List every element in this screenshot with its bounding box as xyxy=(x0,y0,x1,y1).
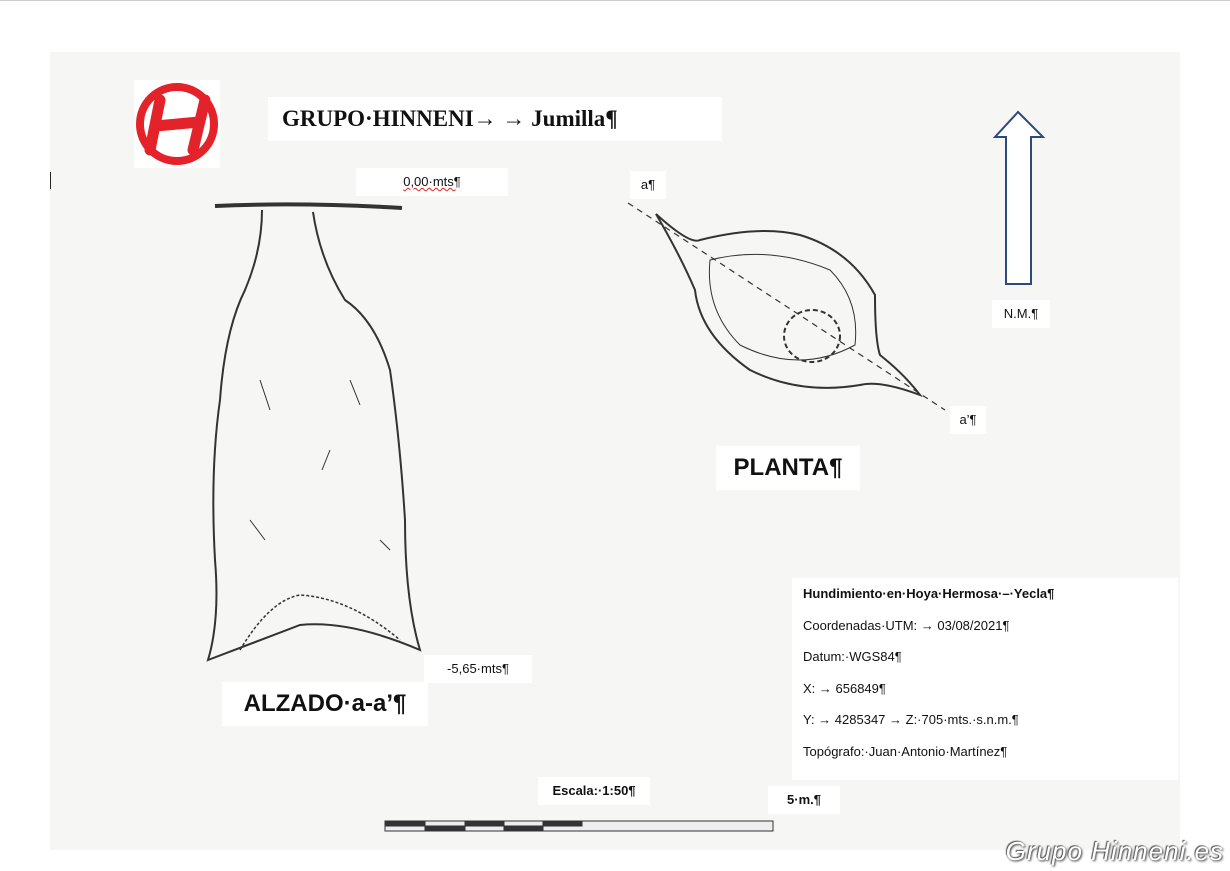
planta-point-a-prime: a’¶ xyxy=(950,406,986,434)
info-datum: Datum:·WGS84¶ xyxy=(803,649,902,664)
info-x: X: → 656849¶ xyxy=(803,680,886,696)
watermark: Grupo Hinneni.es xyxy=(1005,836,1224,866)
planta-point-a: a¶ xyxy=(630,171,666,199)
scale-label: Escala:·1:50¶ xyxy=(538,777,650,805)
alzado-top-depth: 0,00·mts¶ xyxy=(356,168,508,196)
info-topografo: Topógrafo:·Juan·Antonio·Martínez¶ xyxy=(803,743,1008,759)
scale-length: 5·m.¶ xyxy=(768,786,840,814)
north-label: N.M.¶ xyxy=(992,300,1050,328)
top-depth-text: 0,00·mts¶ xyxy=(403,174,461,189)
text-cursor xyxy=(50,172,51,189)
planta-plan-drawing xyxy=(627,202,946,411)
alzado-section-drawing xyxy=(206,202,422,662)
north-arrow-icon xyxy=(992,110,1046,285)
alzado-bottom-depth: -5,65·mts¶ xyxy=(424,655,532,683)
hinneni-logo xyxy=(134,80,220,168)
page-top-border xyxy=(0,0,1230,1)
page-title: GRUPO·HINNENI→ → Jumilla¶ xyxy=(268,97,722,141)
alzado-label: ALZADO·a-a’¶ xyxy=(222,682,428,726)
info-title: Hundimiento·en·Hoya·Hermosa·–·Yecla¶ xyxy=(803,586,1055,601)
info-panel: Hundimiento·en·Hoya·Hermosa·–·Yecla¶ Coo… xyxy=(792,578,1178,780)
scale-bar xyxy=(384,820,774,832)
planta-label: PLANTA¶ xyxy=(716,446,860,490)
info-coordinates: Coordenadas·UTM: → 03/08/2021¶ xyxy=(803,617,1010,633)
info-y-z: Y: → 4285347 → Z:·705·mts.·s.n.m.¶ xyxy=(803,712,1019,727)
